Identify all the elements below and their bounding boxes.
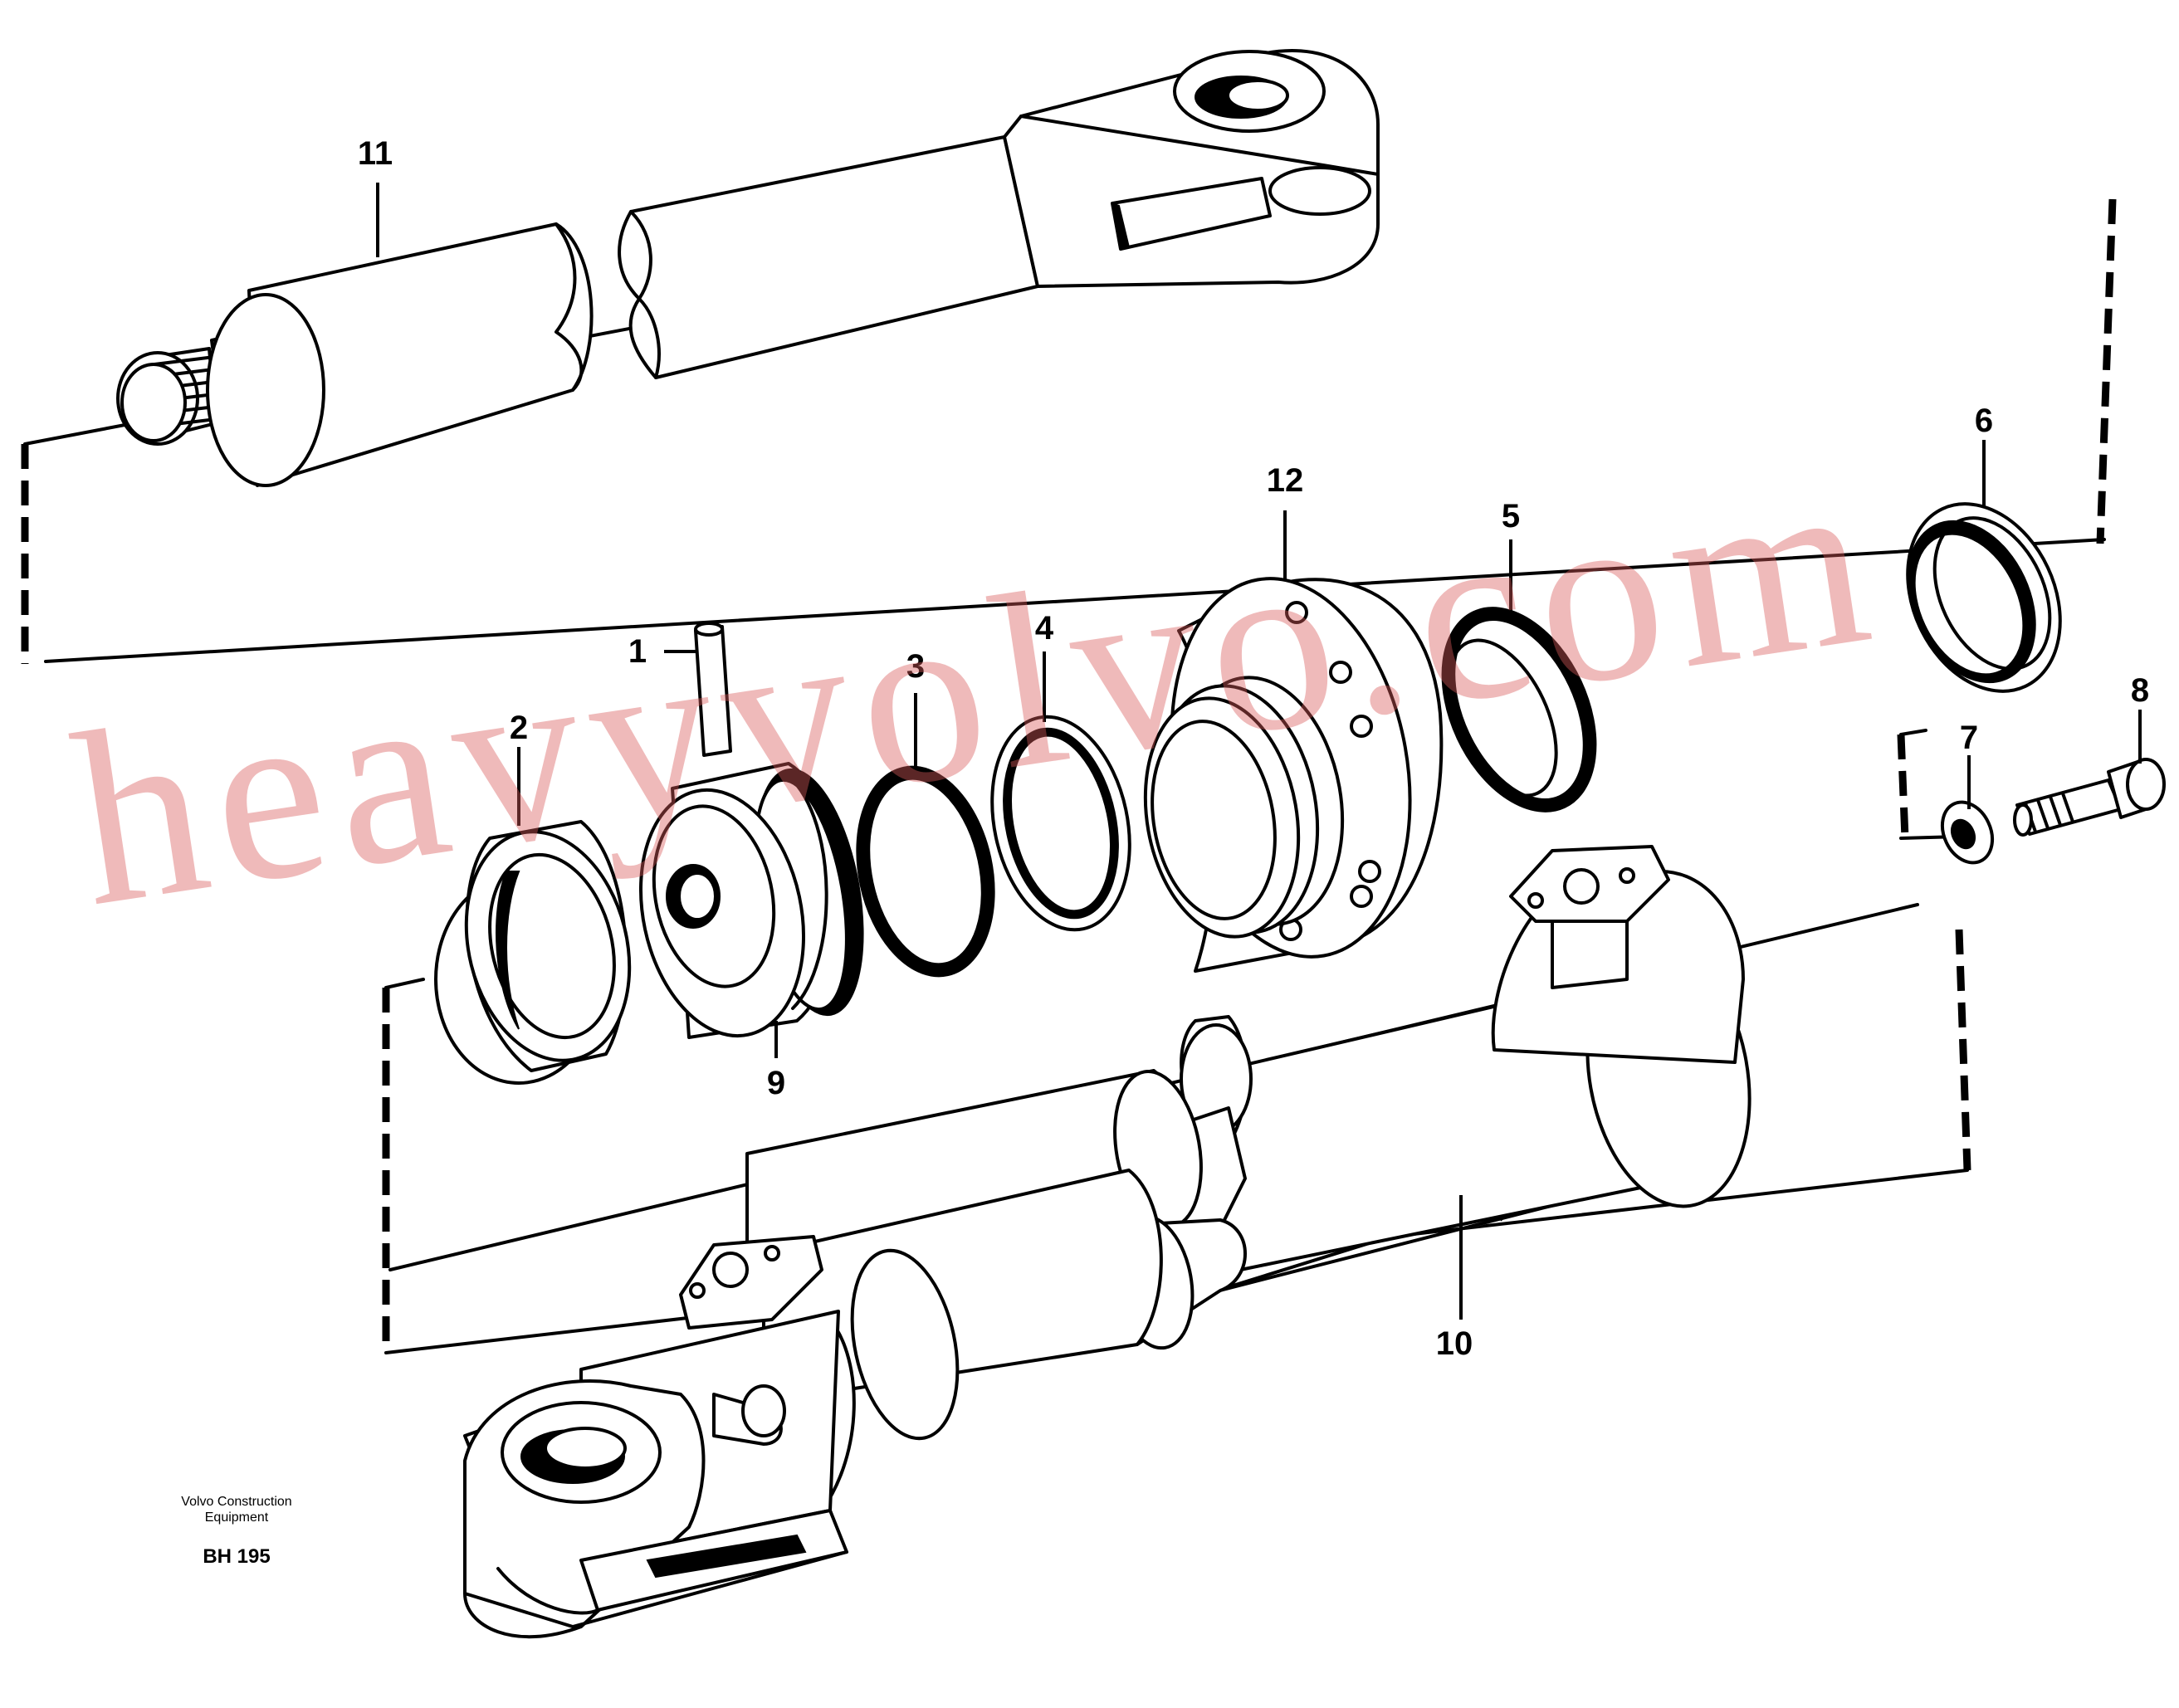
part-12-cylinder-head xyxy=(1143,577,1444,973)
callout-11: 11 xyxy=(358,135,393,172)
callout-4: 4 xyxy=(1035,610,1054,647)
drawing-code: BH 195 xyxy=(203,1545,271,1568)
manufacturer-line-1: Volvo Construction xyxy=(181,1495,292,1509)
manufacturer-label: Volvo Construction Equipment xyxy=(158,1494,315,1525)
part-4-backup-ring xyxy=(990,715,1131,932)
callout-6: 6 xyxy=(1975,403,1993,439)
callout-9: 9 xyxy=(767,1065,785,1101)
part-6-rod-wiper xyxy=(1906,502,2062,693)
callout-3: 3 xyxy=(906,648,925,685)
part-10-cylinder-tube xyxy=(463,845,1752,1639)
callout-labels: 11 1 2 3 4 12 5 6 7 8 9 10 xyxy=(358,135,2149,1362)
part-3-o-ring xyxy=(856,765,995,978)
part-1-dowel-pin xyxy=(694,622,732,757)
part-5-seal-ring xyxy=(1441,607,1597,813)
part-2-guide-ring xyxy=(434,820,632,1085)
part-7-washer xyxy=(1940,800,1995,865)
part-9-piston xyxy=(638,762,864,1039)
part-8-bolt xyxy=(2013,758,2166,837)
manufacturer-line-2: Equipment xyxy=(204,1510,269,1525)
callout-8: 8 xyxy=(2131,672,2149,709)
callout-12: 12 xyxy=(1267,462,1304,499)
callout-7: 7 xyxy=(1960,720,1978,756)
callout-10: 10 xyxy=(1436,1325,1473,1362)
callout-1: 1 xyxy=(628,633,647,670)
callout-5: 5 xyxy=(1502,498,1520,534)
callout-2: 2 xyxy=(510,710,528,746)
callout-leaders xyxy=(376,183,2142,1320)
part-11-piston-rod xyxy=(116,49,1380,487)
